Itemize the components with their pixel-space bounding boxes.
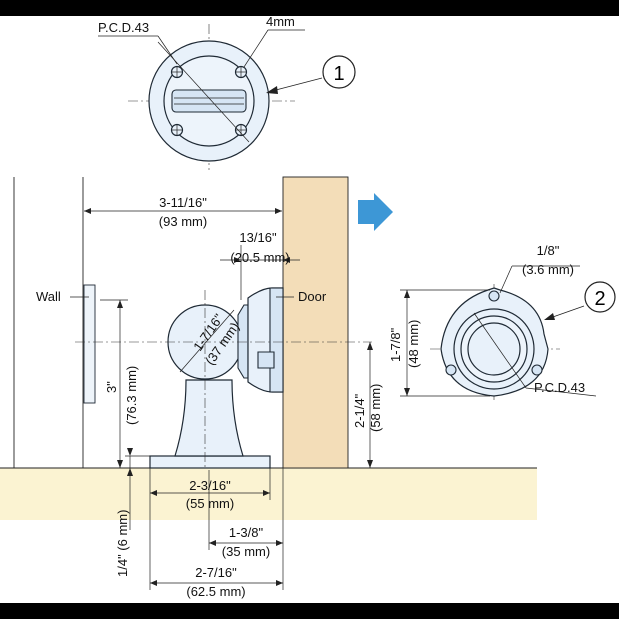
door bbox=[282, 176, 349, 469]
dim-catch-dia-in: 1-7/8" bbox=[388, 327, 403, 362]
dim-overall-depth-in: 3-11/16" bbox=[159, 195, 207, 210]
dim-overall-depth-mm: (93 mm) bbox=[159, 214, 207, 229]
dim-base-thickness: 1/4" (6 mm) bbox=[115, 510, 130, 577]
screw-hole bbox=[531, 364, 543, 376]
floor bbox=[0, 468, 537, 520]
dim-base-width-in: 2-3/16" bbox=[189, 478, 231, 493]
screw-hole bbox=[488, 290, 500, 302]
dim-door-height-mm: (58 mm) bbox=[368, 384, 383, 432]
top-base-view bbox=[98, 24, 323, 170]
pcd-top-label: P.C.D.43 bbox=[98, 20, 149, 35]
screw-hole bbox=[445, 364, 457, 376]
callout-2-circle bbox=[584, 281, 616, 313]
top-frame-bar bbox=[0, 0, 619, 16]
direction-arrow bbox=[358, 193, 393, 231]
wall-label: Wall bbox=[36, 289, 61, 304]
dim-base-total-in: 2-7/16" bbox=[195, 565, 237, 580]
dim-wall-height-in: 3" bbox=[104, 381, 119, 393]
dim-catch-hole-in: 1/8" bbox=[537, 243, 560, 258]
hole-size-label: 4mm bbox=[266, 14, 295, 29]
catch-plate-view bbox=[400, 265, 597, 400]
callout-1: 1 bbox=[333, 63, 344, 85]
dim-catch-dia-mm: (48 mm) bbox=[406, 320, 421, 368]
dim-wall-height-mm: (76.3 mm) bbox=[124, 366, 139, 425]
bottom-frame-bar bbox=[0, 603, 619, 619]
dim-catch-depth-mm: (20.5 mm) bbox=[230, 250, 289, 265]
callout-2: 2 bbox=[594, 288, 605, 310]
door-label: Door bbox=[298, 289, 327, 304]
dim-base-half-in: 1-3/8" bbox=[229, 525, 264, 540]
dim-base-width-mm: (55 mm) bbox=[186, 496, 234, 511]
dim-base-half-mm: (35 mm) bbox=[222, 544, 270, 559]
wall-plate bbox=[83, 284, 96, 404]
dim-catch-hole-mm: (3.6 mm) bbox=[522, 262, 574, 277]
dim-door-height-in: 2-1/4" bbox=[352, 393, 367, 428]
pcd-right-label: P.C.D.43 bbox=[534, 380, 585, 395]
dim-catch-depth-in: 13/16" bbox=[239, 230, 277, 245]
callout-1-circle bbox=[322, 55, 356, 89]
dim-base-total-mm: (62.5 mm) bbox=[186, 584, 245, 599]
